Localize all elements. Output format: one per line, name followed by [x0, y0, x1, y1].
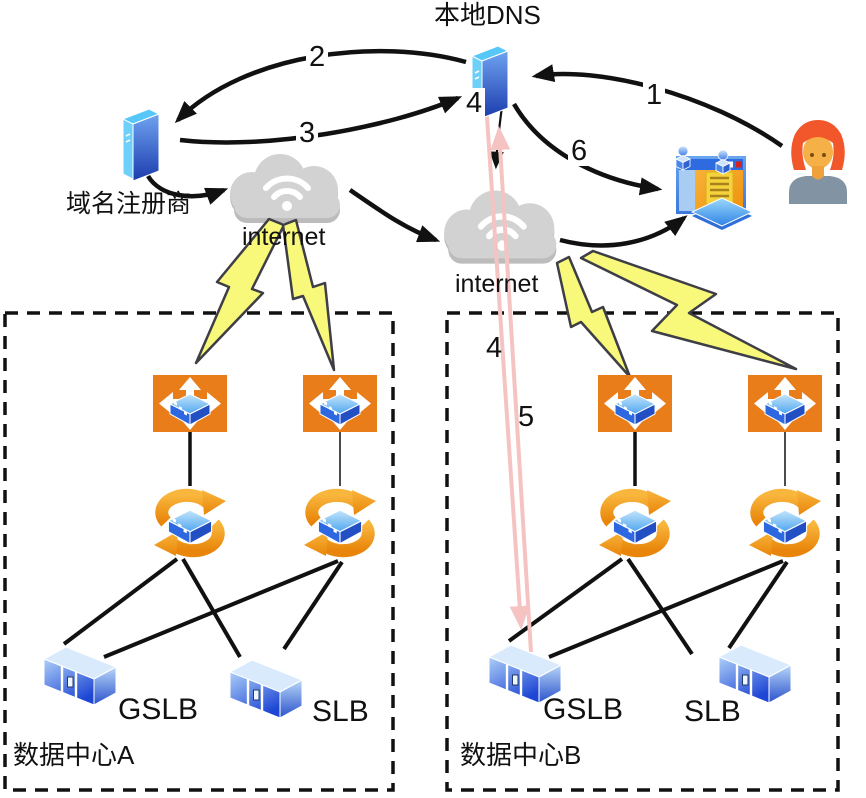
step-2-label: 2 — [306, 42, 329, 72]
step-4-dc-label: 4 — [486, 332, 503, 364]
bolt-a2 — [281, 218, 336, 372]
switch-b1-icon — [599, 490, 671, 556]
user-icon — [789, 120, 847, 204]
registrar-server-icon — [122, 108, 160, 182]
router-a2-icon — [303, 375, 377, 432]
switch-a2-icon — [304, 490, 376, 556]
slb-a-label: SLB — [312, 695, 369, 728]
step-5-label: 5 — [518, 401, 535, 433]
router-a1-icon — [153, 375, 227, 432]
arrow-registrar-to-internet — [146, 174, 229, 205]
local-dns-label: 本地DNS — [434, 0, 541, 30]
arrow-step-5-to-dns — [490, 126, 533, 653]
step-6-label: 6 — [568, 136, 591, 166]
datacenter-a-label: 数据中心A — [13, 740, 135, 770]
bolt-b1 — [555, 255, 632, 379]
switch-a1-icon — [154, 490, 226, 556]
registrar-label: 域名注册商 — [66, 190, 192, 218]
internet-left-label: internet — [242, 223, 326, 251]
internet-cloud-left-icon — [230, 154, 340, 223]
datacenter-a-box — [3, 311, 395, 792]
arrow-step-3 — [179, 95, 463, 145]
switch-b2-icon — [749, 490, 821, 556]
router-b1-icon — [598, 375, 672, 432]
lightning-bolts — [194, 217, 798, 379]
arrow-internet-to-webapp — [559, 215, 688, 248]
datacenter-b-label: 数据中心B — [460, 740, 582, 770]
slb-b-label: SLB — [684, 695, 741, 728]
internet-right-label: internet — [455, 270, 539, 298]
step-4-dns-label: 4 — [463, 88, 486, 118]
arrow-internet-to-internet — [348, 188, 441, 243]
datacenter-b-box — [445, 311, 840, 792]
slb-a-server-icon — [228, 658, 304, 720]
step-1-label: 1 — [643, 80, 666, 110]
bolt-a1 — [194, 217, 286, 365]
internet-cloud-right-icon — [444, 190, 556, 263]
bolt-b2 — [579, 249, 798, 371]
gslb-b-label: GSLB — [543, 693, 624, 726]
gslb-a-label: GSLB — [118, 693, 199, 726]
step-3-label: 3 — [296, 118, 319, 148]
pink-flows — [481, 56, 533, 653]
router-b2-icon — [748, 375, 822, 432]
web-app-icon — [676, 146, 752, 230]
arrow-step-4-to-gslb — [481, 56, 530, 630]
flow-arrows — [146, 48, 784, 248]
